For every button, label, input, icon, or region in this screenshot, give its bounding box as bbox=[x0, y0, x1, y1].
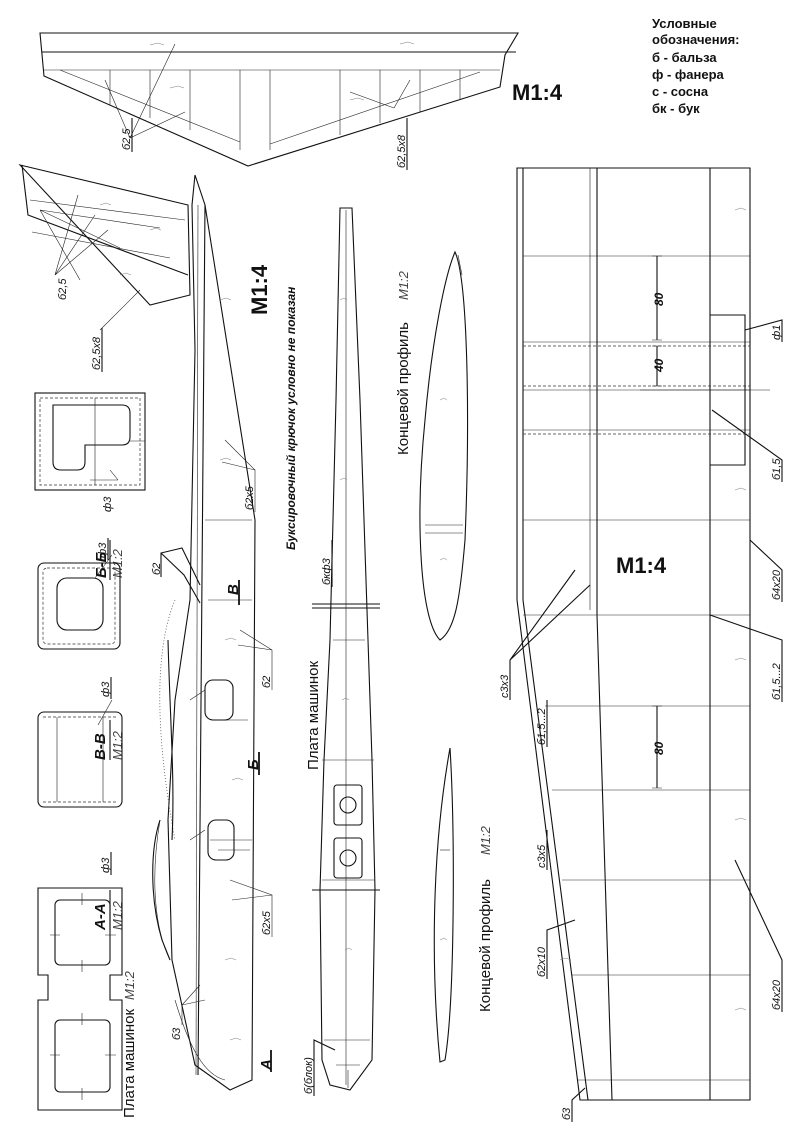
svg-text:Концевой профиль: Концевой профиль bbox=[395, 322, 412, 455]
fin-drawing bbox=[18, 164, 191, 331]
svg-text:бкф3: бкф3 bbox=[321, 557, 333, 585]
svg-text:б3: б3 bbox=[171, 1027, 183, 1040]
section-vv-bottom-view bbox=[37, 699, 123, 808]
wing-label-b4x20-bottom: б4х20 bbox=[734, 859, 783, 1012]
svg-text:б2,5х8: б2,5х8 bbox=[396, 134, 408, 168]
wing-label-b4x20-top: б4х20 bbox=[749, 539, 783, 602]
stabilizer-label-b25: б2,5 bbox=[121, 118, 133, 152]
section-bb-label-ph3: ф3 bbox=[102, 496, 114, 512]
section-vv-view bbox=[37, 554, 121, 650]
tip-profile-drawing bbox=[433, 747, 454, 1063]
svg-text:б2,5: б2,5 bbox=[121, 128, 133, 150]
fuselage-label-b2-lower: б2 bbox=[237, 629, 273, 690]
svg-text:М1:2: М1:2 bbox=[396, 270, 411, 300]
fuselage-top-view bbox=[312, 207, 380, 1091]
section-vv-scale: М1:2 bbox=[110, 730, 125, 760]
section-vv-title: В-В bbox=[92, 733, 109, 760]
servo-plate-mid-caption: Плата машинок bbox=[305, 661, 322, 770]
svg-text:Плата машинок: Плата машинок bbox=[121, 1009, 138, 1118]
fin-label-b25x8: б2,5х8 bbox=[91, 328, 103, 372]
svg-text:ф1: ф1 bbox=[771, 325, 783, 340]
svg-text:с3х3: с3х3 bbox=[499, 674, 511, 698]
svg-text:б1,5...2: б1,5...2 bbox=[536, 708, 548, 745]
svg-text:Плата машинок: Плата машинок bbox=[305, 661, 322, 770]
wing-label-b3: б3 bbox=[561, 1087, 586, 1122]
wing-label-b15: б1,5 bbox=[711, 409, 783, 482]
wing-label-b15-2-right: б1,5...2 bbox=[709, 614, 783, 702]
legend: Условные обозначения: б - бальза ф - фан… bbox=[652, 16, 740, 116]
fuselage-side-view bbox=[152, 174, 256, 1091]
legend-item-balsa: б - бальза bbox=[652, 50, 717, 65]
section-bb-scale: М1:2 bbox=[110, 548, 125, 578]
wing-label-b2x10: б2х10 bbox=[536, 919, 576, 979]
stabilizer-label-b25x8: б2,5х8 bbox=[396, 118, 408, 170]
dimension-80-top: 80 bbox=[652, 292, 666, 306]
wing-plan-drawing bbox=[516, 167, 770, 1101]
svg-text:Буксировочный крючок условно н: Буксировочный крючок условно не показан bbox=[284, 286, 298, 550]
svg-text:б4х20: б4х20 bbox=[771, 569, 783, 600]
svg-text:б2х10: б2х10 bbox=[536, 946, 548, 977]
fuselage-label-b2x5-bottom: б2х5 bbox=[229, 879, 273, 937]
fuselage-label-b3: б3 bbox=[171, 984, 206, 1040]
legend-title-2: обозначения: bbox=[652, 32, 740, 47]
svg-text:б1,5...2: б1,5...2 bbox=[771, 663, 783, 700]
fuselage-label-b2x5-top: б2х5 bbox=[221, 439, 256, 512]
fuselage-label-b2: б2 bbox=[151, 547, 201, 604]
stabilizer-drawing bbox=[39, 32, 519, 167]
svg-text:б2,5х8: б2,5х8 bbox=[91, 336, 103, 370]
marker-b: Б bbox=[245, 759, 262, 770]
section-bb-view bbox=[34, 392, 146, 491]
legend-item-pine: с - сосна bbox=[652, 84, 709, 99]
svg-text:б2: б2 bbox=[151, 563, 163, 575]
servo-plate-left-view bbox=[37, 887, 123, 1111]
tip-profile-caption: Концевой профиль М1:2 bbox=[477, 825, 494, 1012]
root-profile-drawing bbox=[419, 250, 469, 641]
svg-text:б2х5: б2х5 bbox=[261, 910, 273, 935]
svg-text:М1:2: М1:2 bbox=[478, 825, 493, 855]
section-vv-bottom-label-ph3: ф3 bbox=[100, 677, 112, 699]
wing-label-c3x5: с3х5 bbox=[536, 830, 548, 870]
svg-text:Концевой профиль: Концевой профиль bbox=[477, 879, 494, 1012]
svg-text:М1:2: М1:2 bbox=[122, 970, 137, 1000]
servo-plate-left-caption: Плата машинок М1:2 bbox=[121, 970, 138, 1118]
legend-item-beech: бк - бук bbox=[652, 101, 700, 116]
svg-text:б2: б2 bbox=[261, 676, 273, 688]
svg-text:ф3: ф3 bbox=[100, 857, 112, 873]
marker-v: В bbox=[225, 584, 242, 595]
marker-a: А bbox=[258, 1059, 275, 1071]
wing-label-b15-2-left: б1,5...2 bbox=[536, 700, 548, 747]
fuselage-label-bk3: бкф3 bbox=[321, 540, 333, 587]
wing-label-c3x3: с3х3 bbox=[499, 569, 591, 700]
scale-top: М1:4 bbox=[512, 80, 563, 105]
dimension-80-bottom: 80 bbox=[652, 741, 666, 755]
svg-text:ф3: ф3 bbox=[102, 496, 114, 512]
fin-label-b25: б2,5 bbox=[57, 278, 69, 300]
svg-text:ф3: ф3 bbox=[97, 542, 109, 558]
scale-wing: М1:4 bbox=[616, 553, 667, 578]
wing-label-ph1: ф1 bbox=[744, 319, 783, 342]
tow-hook-note: Буксировочный крючок условно не показан bbox=[284, 286, 298, 550]
section-vv-label-ph3: ф3 bbox=[97, 538, 109, 560]
svg-text:с3х5: с3х5 bbox=[536, 844, 548, 868]
svg-text:ф3: ф3 bbox=[100, 681, 112, 697]
fuselage-label-b-block: б(блок) bbox=[303, 1039, 336, 1096]
svg-text:б3: б3 bbox=[561, 1107, 573, 1120]
svg-text:б4х20: б4х20 bbox=[771, 979, 783, 1010]
section-aa-scale: М1:2 bbox=[110, 900, 125, 930]
svg-text:б(блок): б(блок) bbox=[303, 1057, 315, 1094]
section-bb-title: Б-Б bbox=[93, 551, 110, 578]
section-aa-label-ph3: ф3 bbox=[100, 852, 112, 875]
root-profile-caption: Концевой профиль М1:2 bbox=[395, 270, 412, 455]
svg-text:б2х5: б2х5 bbox=[244, 485, 256, 510]
svg-text:б2,5: б2,5 bbox=[57, 278, 69, 300]
svg-text:б1,5: б1,5 bbox=[771, 458, 783, 480]
scale-fuselage: М1:4 bbox=[247, 264, 272, 315]
legend-title-1: Условные bbox=[652, 16, 717, 31]
svg-text:М1:4: М1:4 bbox=[247, 264, 272, 315]
legend-item-plywood: ф - фанера bbox=[652, 67, 725, 82]
dimension-40: 40 bbox=[652, 358, 666, 373]
section-aa-title: А-А bbox=[92, 903, 109, 931]
